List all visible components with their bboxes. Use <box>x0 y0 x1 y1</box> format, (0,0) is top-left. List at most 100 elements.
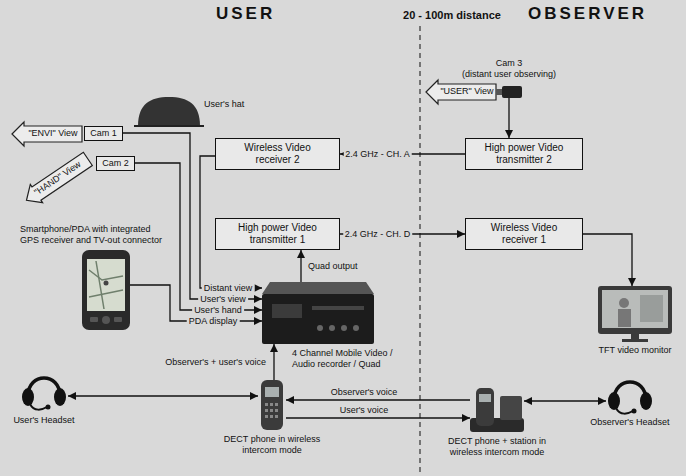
headset: Observer's Headset <box>606 372 654 414</box>
transmitter-box: High power Video transmitter 2 <box>465 138 583 170</box>
distance-label-holder: 20 - 100m distance <box>403 9 501 21</box>
map-road <box>96 261 104 309</box>
connector-label: 2.4 GHz - CH. A <box>343 149 412 159</box>
node-caption: User's Headset <box>4 415 84 426</box>
recorder-knob <box>341 325 347 331</box>
view-label: "ENVI" View <box>28 129 77 139</box>
recorder-display <box>272 304 302 318</box>
ear-cup <box>640 392 652 410</box>
monitor-screen <box>602 290 668 328</box>
signal-label: 2.4 GHz - CH. A <box>343 149 412 159</box>
recorder-slot <box>312 306 364 310</box>
phone-key <box>270 415 273 418</box>
signal-label: PDA display <box>187 316 240 326</box>
recorder-knob <box>353 325 359 331</box>
pda-button <box>114 317 122 322</box>
phone-key <box>265 415 268 418</box>
receiver-box: Wireless Video receiver 1 <box>465 218 583 250</box>
recorder: 4 Channel Mobile Video / Audio recorder … <box>262 282 374 344</box>
node-text: User's Headset <box>4 415 84 426</box>
headset: User's Headset <box>20 368 68 412</box>
mic-boom <box>616 408 633 414</box>
node-text: DECT phone in wireless intercom mode <box>216 434 328 456</box>
pda-button <box>102 316 110 324</box>
ear-cup <box>54 388 66 406</box>
node-text: (distant user observing) <box>444 69 574 80</box>
monitor-frame <box>598 286 672 334</box>
map-road <box>89 270 123 280</box>
node-text: Cam 2 <box>101 158 130 169</box>
connector <box>524 400 606 401</box>
phone-key <box>275 403 278 406</box>
view-arrow <box>426 80 496 104</box>
signal-label: User's voice <box>338 405 391 415</box>
node-text: Cam 3 <box>444 58 574 69</box>
connector <box>583 234 632 286</box>
connector-label: Observer's voice <box>329 387 400 397</box>
headset-icon <box>20 368 68 412</box>
monitor: TFT video monitor <box>598 286 672 342</box>
connector-label: Quad output <box>306 261 360 271</box>
view-arrow-group <box>20 150 94 210</box>
node-text: Smartphone/PDA with integrated GPS recei… <box>20 224 170 246</box>
phone-screen <box>265 387 279 397</box>
dect-icon <box>258 380 286 430</box>
camera-body <box>502 86 522 98</box>
camera-lens <box>496 89 502 95</box>
node-caption: TFT video monitor <box>590 345 680 356</box>
camera: Cam 3(distant user observing) <box>496 86 522 98</box>
pda-button <box>90 317 98 322</box>
connector-label: Distant view <box>202 283 255 293</box>
map-road <box>89 290 123 297</box>
connector <box>286 399 470 400</box>
receiver-box: Wireless Video receiver 2 <box>215 138 340 170</box>
node-caption: Cam 3(distant user observing) <box>444 58 574 80</box>
connector-label: User's view <box>198 294 248 304</box>
node-text: 4 Channel Mobile Video / Audio recorder … <box>292 348 414 370</box>
mic <box>46 405 51 410</box>
connector-label: PDA display <box>187 316 240 326</box>
phone-key <box>265 409 268 412</box>
view-label: "HAND" View <box>33 160 83 198</box>
side-heading-holder: OBSERVER <box>528 5 647 24</box>
monitor-stand <box>631 334 639 339</box>
smartphone: Smartphone/PDA with integrated GPS recei… <box>82 250 130 330</box>
view-arrow <box>20 150 94 210</box>
node-text: Cam 1 <box>89 128 118 139</box>
node-caption: Smartphone/PDA with integrated GPS recei… <box>20 224 170 246</box>
hat-brim <box>134 125 204 127</box>
recorder-knob <box>329 325 335 331</box>
screen-figure <box>619 298 629 308</box>
connector <box>300 250 301 282</box>
part-label-holder: User's hat <box>204 100 244 110</box>
recorder-front <box>262 294 374 344</box>
node-caption: DECT phone in wireless intercom mode <box>216 434 328 456</box>
phone-key <box>275 415 278 418</box>
view-label-holder: "HAND" View <box>33 160 83 198</box>
signal-label: Observer's voice <box>329 387 400 397</box>
side-heading-holder: USER <box>216 5 275 24</box>
side-heading: USER <box>216 5 275 24</box>
node-text: High power Video transmitter 2 <box>478 142 570 166</box>
connector <box>273 344 274 380</box>
part-label: User's hat <box>204 100 244 110</box>
connector-label: User's voice <box>338 405 391 415</box>
phone-key <box>265 403 268 406</box>
connector-label: User's hand <box>192 305 244 315</box>
signal-label: Quad output <box>306 261 360 271</box>
pda-icon <box>82 250 130 330</box>
phone-body <box>261 380 283 430</box>
recorder-knob <box>317 325 323 331</box>
monitor-base <box>622 339 648 342</box>
connector <box>508 98 509 138</box>
signal-label: User's view <box>198 294 248 304</box>
view-arrow <box>12 122 82 146</box>
node-text: Observer's Headset <box>585 417 675 428</box>
view-label-holder: "USER" View <box>440 87 493 97</box>
ear-cup <box>608 392 620 410</box>
connector-label: 2.4 GHz - CH. D <box>343 229 413 239</box>
phone-key <box>270 403 273 406</box>
connector <box>68 395 258 396</box>
pda-screen <box>87 259 125 311</box>
